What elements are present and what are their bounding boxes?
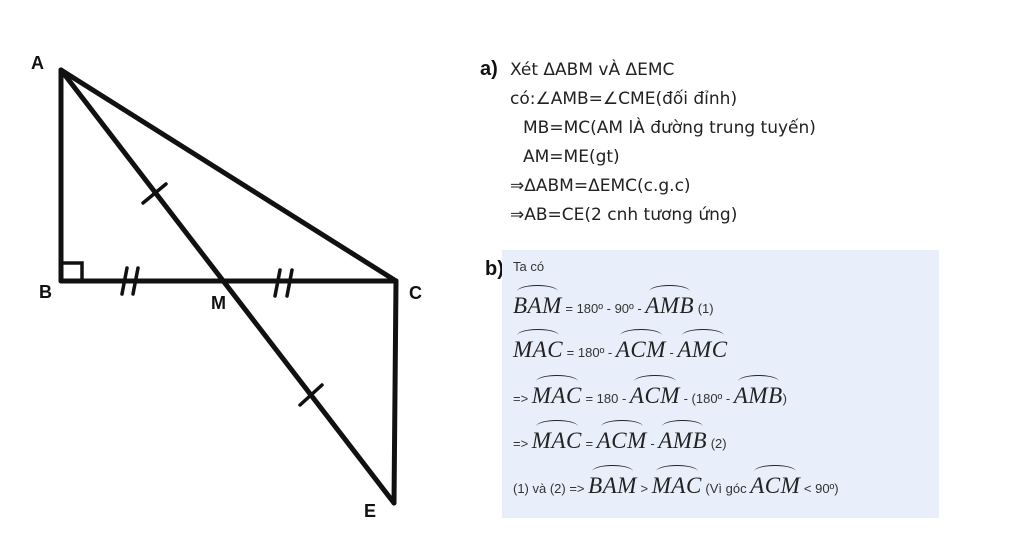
tick-me: [298, 383, 324, 407]
angle-mac: MAC: [652, 464, 702, 498]
angle-amb: AMB: [645, 284, 694, 318]
point-label-a: A: [31, 53, 44, 73]
angle-acm: ACM: [616, 328, 666, 362]
point-label-c: C: [409, 283, 422, 303]
part-a-line-2: có:∠AMB=∠CME(đối đỉnh): [510, 89, 738, 109]
point-label-e: E: [364, 501, 376, 521]
part-a-line-4: AM=ME(gt): [523, 147, 620, 167]
part-a-line-3: MB=MC(AM lÀ đường trung tuyến): [523, 118, 816, 138]
part-a-line-1: Xét ΔABM vÀ ΔEMC: [510, 60, 675, 80]
equation-3: => MAC = 180 - ACM - (180º - AMB): [513, 374, 787, 408]
tick-am: [141, 182, 168, 205]
point-label-b: B: [39, 282, 52, 302]
angle-bam: BAM: [513, 284, 562, 318]
point-label-m: M: [211, 293, 226, 313]
tick-mc-2: [285, 268, 294, 298]
angle-amc: AMC: [678, 328, 728, 362]
part-b-solution-box: Ta có BAM = 180º - 90º - AMB (1) MAC = 1…: [502, 250, 939, 518]
equation-1: BAM = 180º - 90º - AMB (1): [513, 284, 714, 318]
tick-mb-2: [131, 266, 140, 296]
angle-mac: MAC: [513, 328, 563, 362]
segment-ac: [58, 67, 399, 284]
triangle-figure: A B M C E: [31, 53, 422, 521]
tick-mb-1: [120, 266, 129, 296]
equation-5: (1) và (2) => BAM > MAC (Vì góc ACM < 90…: [513, 464, 839, 498]
part-a-marker: a): [480, 58, 498, 80]
angle-amb: AMB: [658, 419, 707, 453]
part-a-line-5: ⇒ΔABM=ΔEMC(c.g.c): [510, 176, 691, 196]
equation-4: => MAC = ACM - AMB (2): [513, 419, 727, 453]
angle-acm: ACM: [597, 419, 647, 453]
angle-acm: ACM: [630, 374, 680, 408]
segment-ae: [58, 67, 397, 506]
equation-2: MAC = 180º - ACM - AMC: [513, 328, 728, 362]
tick-mc-1: [273, 268, 282, 298]
right-angle-mark: [59, 261, 84, 283]
angle-acm: ACM: [750, 464, 800, 498]
segment-ce: [391, 278, 399, 506]
angle-mac: MAC: [532, 419, 582, 453]
angle-bam: BAM: [588, 464, 637, 498]
part-a-line-6: ⇒AB=CE(2 cnh tương ứng): [510, 205, 738, 225]
angle-mac: MAC: [532, 374, 582, 408]
angle-amb: AMB: [734, 374, 783, 408]
part-b-marker: b): [485, 258, 504, 280]
part-b-intro: Ta có: [513, 259, 545, 274]
